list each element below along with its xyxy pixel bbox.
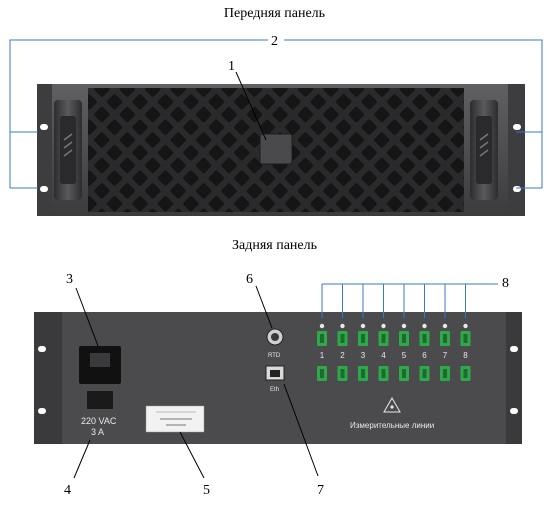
callout-2: 2: [271, 34, 278, 49]
upper-connector-slot: [402, 334, 406, 343]
callout-1: 1: [228, 59, 235, 74]
port-led: [463, 323, 468, 329]
port-6: 6: [419, 323, 430, 381]
callout-8-bracket: [321, 283, 498, 318]
right-handle-icon: [470, 100, 498, 200]
callout-2-bracket: [9, 39, 543, 189]
power-socket-icon: [79, 346, 121, 409]
callout-8: 8: [502, 276, 509, 291]
callout-4: 4: [64, 483, 71, 498]
port-number: 3: [361, 351, 366, 360]
port-4: 4: [378, 323, 389, 381]
port-2: 2: [337, 323, 348, 381]
left-handle-icon: [54, 100, 82, 200]
port-led: [381, 323, 386, 329]
port-5: 5: [399, 323, 409, 381]
callout-3-leader: [75, 287, 99, 347]
circular-connector-icon: [266, 328, 284, 346]
lower-connector-slot: [463, 369, 468, 378]
upper-connector-slot: [361, 334, 365, 343]
upper-connector-slot: [463, 334, 468, 343]
port-number: 8: [463, 351, 468, 360]
power-rating-voltage: 220 VAC: [81, 416, 117, 426]
callout-5-leader: [179, 431, 205, 479]
lower-connector-slot: [340, 369, 345, 378]
measurement-ports: 1 2 3 4 5 6 7 8: [317, 323, 471, 381]
port-1: 1: [317, 323, 327, 381]
callout-3: 3: [66, 272, 73, 287]
port-number: 6: [422, 351, 427, 360]
power-rating-current: 3 A: [91, 427, 104, 437]
rear-mount-holes: [38, 346, 518, 414]
port-8: 8: [460, 323, 471, 381]
port-led: [442, 323, 448, 329]
laser-warning-icon: [383, 396, 401, 413]
callout-5: 5: [203, 483, 210, 498]
port-led: [319, 323, 325, 329]
upper-connector-slot: [320, 334, 324, 343]
callout-6: 6: [246, 272, 253, 287]
port-led: [401, 323, 407, 329]
port-led: [340, 323, 345, 329]
callout-6-leader: [255, 285, 273, 329]
port-7: 7: [440, 323, 450, 381]
port-number: 7: [443, 351, 448, 360]
port-number: 4: [381, 351, 386, 360]
lower-connector-slot: [422, 369, 427, 378]
lower-connector-slot: [381, 369, 386, 378]
front-panel: 1 2: [9, 34, 543, 216]
measurement-lines-label: Измерительные линии: [350, 421, 434, 430]
lower-connector-slot: [320, 369, 324, 378]
rear-panel-title: Задняя панель: [231, 238, 317, 253]
upper-connector-slot: [422, 334, 427, 343]
eth-label: Eth: [270, 387, 279, 393]
rtd-label: RTD: [268, 353, 281, 359]
port-3: 3: [358, 323, 368, 381]
lower-connector-slot: [361, 369, 365, 378]
front-mount-holes: [40, 124, 521, 192]
front-panel-title: Передняя панель: [223, 6, 326, 21]
front-indicator-window: [259, 133, 293, 165]
port-led: [360, 323, 366, 329]
port-led: [422, 323, 427, 329]
upper-connector-slot: [443, 334, 447, 343]
callout-7-leader: [283, 383, 319, 477]
upper-connector-slot: [340, 334, 345, 343]
callout-1-leader: [235, 71, 267, 141]
upper-connector-slot: [381, 334, 386, 343]
callout-4-leader: [73, 439, 91, 479]
lower-connector-slot: [402, 369, 406, 378]
lower-connector-slot: [443, 369, 447, 378]
label-plate: [145, 405, 205, 433]
callout-7: 7: [317, 483, 324, 498]
port-number: 5: [402, 351, 407, 360]
ethernet-port-icon: [265, 365, 285, 381]
port-number: 2: [340, 351, 345, 360]
port-number: 1: [320, 351, 325, 360]
